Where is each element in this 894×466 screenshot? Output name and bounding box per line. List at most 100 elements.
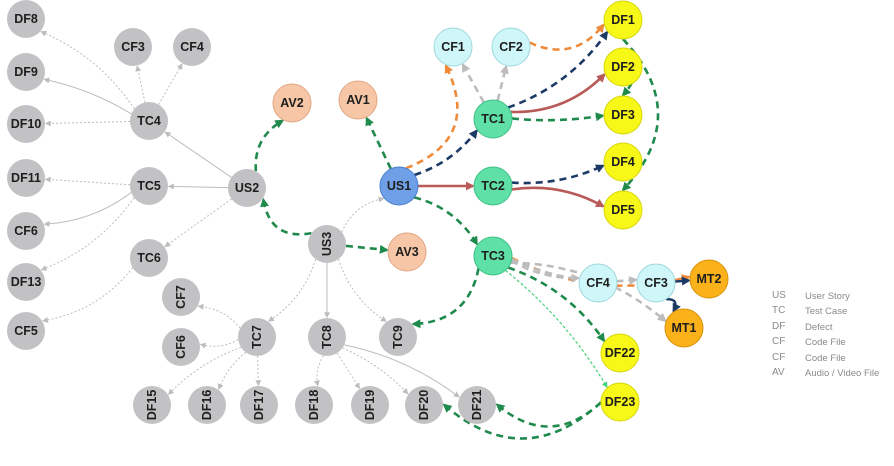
node-circle bbox=[238, 318, 276, 356]
node-tc9[interactable]: TC9 bbox=[379, 318, 417, 356]
legend-description: Code File bbox=[805, 337, 846, 349]
node-label: CF3 bbox=[121, 40, 145, 54]
node-us3[interactable]: US3 bbox=[308, 225, 346, 263]
node-circle bbox=[405, 386, 443, 424]
legend-item-user-story: US User Story bbox=[772, 290, 894, 305]
node-label: US1 bbox=[387, 179, 411, 193]
edge-tc1-to-cf2 bbox=[496, 64, 509, 101]
node-label: DF4 bbox=[611, 155, 635, 169]
node-df2[interactable]: DF2 bbox=[603, 47, 643, 87]
edge-cf3-to-mt1 bbox=[666, 297, 681, 313]
node-circle bbox=[114, 28, 152, 66]
node-cf1[interactable]: CF1 bbox=[433, 27, 473, 67]
node-av2[interactable]: AV2 bbox=[272, 83, 312, 123]
node-tc3[interactable]: TC3 bbox=[473, 236, 513, 276]
edge-tc5-to-df13 bbox=[40, 197, 135, 271]
node-label: CF5 bbox=[14, 324, 38, 338]
node-cf4g[interactable]: CF4 bbox=[173, 28, 211, 66]
node-label: TC2 bbox=[481, 179, 505, 193]
edge-us2-to-tc4 bbox=[164, 131, 232, 178]
edge-tc7-to-cf6b bbox=[199, 339, 239, 349]
edge-cf3-to-mt2 bbox=[674, 276, 691, 286]
legend-item-defect: DF Defect bbox=[772, 321, 894, 336]
node-df22[interactable]: DF22 bbox=[600, 333, 640, 373]
edge-tc1-to-df1 bbox=[507, 30, 609, 109]
edge-us3-to-us2 bbox=[260, 197, 312, 236]
node-df16[interactable]: DF16 bbox=[188, 386, 226, 424]
node-label: CF3 bbox=[644, 276, 668, 290]
node-label: AV1 bbox=[346, 93, 369, 107]
edge-tc2-to-df5 bbox=[511, 186, 605, 208]
node-tc5[interactable]: TC5 bbox=[130, 167, 168, 205]
node-circle bbox=[491, 27, 531, 67]
node-cf6a[interactable]: CF6 bbox=[7, 212, 45, 250]
edge-tc2-to-df4 bbox=[511, 164, 605, 185]
node-circle bbox=[351, 386, 389, 424]
node-label: DF3 bbox=[611, 108, 635, 122]
node-df4[interactable]: DF4 bbox=[603, 142, 643, 182]
edge-tc4-to-df10 bbox=[44, 120, 131, 127]
edge-df23-to-df20 bbox=[442, 401, 602, 440]
node-mt1[interactable]: MT1 bbox=[664, 308, 704, 348]
node-df11[interactable]: DF11 bbox=[7, 159, 45, 197]
node-df1[interactable]: DF1 bbox=[603, 0, 643, 40]
node-df8[interactable]: DF8 bbox=[7, 0, 45, 38]
node-tc4[interactable]: TC4 bbox=[130, 102, 168, 140]
node-df17[interactable]: DF17 bbox=[240, 386, 278, 424]
node-label: CF4 bbox=[586, 276, 610, 290]
node-df9[interactable]: DF9 bbox=[7, 53, 45, 91]
node-df5[interactable]: DF5 bbox=[603, 190, 643, 230]
node-circle bbox=[338, 80, 378, 120]
node-df10[interactable]: DF10 bbox=[7, 105, 45, 143]
node-df18[interactable]: DF18 bbox=[295, 386, 333, 424]
node-circle bbox=[603, 0, 643, 40]
node-label: TC8 bbox=[320, 325, 334, 349]
node-mt2[interactable]: MT2 bbox=[689, 259, 729, 299]
node-cf4[interactable]: CF4 bbox=[578, 263, 618, 303]
edges-layer bbox=[40, 23, 691, 440]
edge-tc7-to-cf7 bbox=[197, 303, 241, 329]
node-circle bbox=[473, 236, 513, 276]
node-circle bbox=[603, 95, 643, 135]
node-label: CF6 bbox=[14, 224, 38, 238]
node-circle bbox=[689, 259, 729, 299]
node-df21[interactable]: DF21 bbox=[458, 386, 496, 424]
node-av1[interactable]: AV1 bbox=[338, 80, 378, 120]
node-tc6[interactable]: TC6 bbox=[130, 239, 168, 277]
node-circle bbox=[433, 27, 473, 67]
node-circle bbox=[636, 263, 676, 303]
node-label: DF20 bbox=[417, 390, 431, 421]
node-df19[interactable]: DF19 bbox=[351, 386, 389, 424]
node-circle bbox=[600, 382, 640, 422]
node-circle bbox=[664, 308, 704, 348]
node-tc2[interactable]: TC2 bbox=[473, 166, 513, 206]
node-df23[interactable]: DF23 bbox=[600, 382, 640, 422]
node-df15[interactable]: DF15 bbox=[133, 386, 171, 424]
node-label: DF10 bbox=[11, 117, 42, 131]
node-df3[interactable]: DF3 bbox=[603, 95, 643, 135]
node-cf3g[interactable]: CF3 bbox=[114, 28, 152, 66]
node-us2[interactable]: US2 bbox=[228, 169, 266, 207]
node-us1[interactable]: US1 bbox=[379, 166, 419, 206]
node-cf2[interactable]: CF2 bbox=[491, 27, 531, 67]
node-circle bbox=[308, 225, 346, 263]
node-circle bbox=[473, 99, 513, 139]
legend-description: Test Case bbox=[805, 306, 848, 318]
node-df20[interactable]: DF20 bbox=[405, 386, 443, 424]
node-cf6b[interactable]: CF6 bbox=[162, 328, 200, 366]
node-circle bbox=[133, 386, 171, 424]
node-av3[interactable]: AV3 bbox=[387, 232, 427, 272]
node-cf3[interactable]: CF3 bbox=[636, 263, 676, 303]
node-label: DF18 bbox=[307, 390, 321, 421]
node-label: DF11 bbox=[11, 171, 41, 185]
node-label: CF1 bbox=[441, 40, 465, 54]
node-circle bbox=[379, 318, 417, 356]
node-tc1[interactable]: TC1 bbox=[473, 99, 513, 139]
node-cf7[interactable]: CF7 bbox=[162, 278, 200, 316]
node-cf5[interactable]: CF5 bbox=[7, 312, 45, 350]
node-df13[interactable]: DF13 bbox=[7, 263, 45, 301]
node-tc8[interactable]: TC8 bbox=[308, 318, 346, 356]
node-tc7[interactable]: TC7 bbox=[238, 318, 276, 356]
node-circle bbox=[7, 0, 45, 38]
